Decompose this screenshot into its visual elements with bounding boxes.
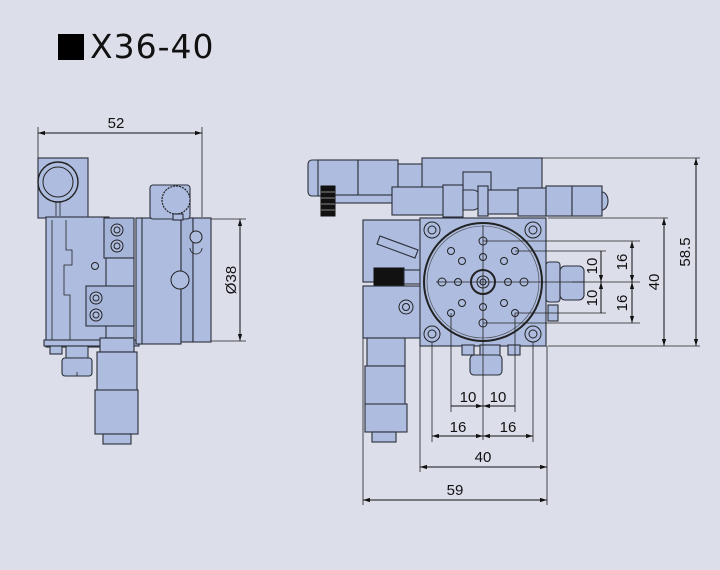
side-view: 52 Ø38: [37, 115, 246, 445]
dim-16-left: 16: [450, 419, 467, 436]
dim-16-bottom: 16: [614, 295, 631, 312]
front-lock-screw: [373, 267, 405, 287]
dim-diameter-38: Ø38: [223, 266, 240, 294]
side-main-body: [45, 216, 110, 348]
dim-40-vertical: 40: [646, 274, 663, 291]
dim-10-bottom: 10: [584, 290, 601, 307]
dim-16-right: 16: [500, 419, 517, 436]
dim-10-left: 10: [460, 389, 477, 406]
dim-40-horizontal: 40: [475, 449, 492, 466]
dim-58-5: 58.5: [677, 237, 694, 266]
model-title: X36-40: [58, 30, 215, 63]
dim-16-top: 16: [614, 254, 631, 271]
dim-52: 52: [108, 115, 125, 132]
dim-10-top: 10: [584, 258, 601, 275]
front-view: 58.5 40 16 16 10 10 10 10 16 16 40: [307, 157, 700, 505]
model-name: X36-40: [90, 27, 215, 66]
dim-10-right: 10: [490, 389, 507, 406]
dim-59: 59: [447, 482, 464, 499]
bullet-square-icon: [58, 33, 84, 60]
front-knurled-knob: [320, 185, 336, 217]
